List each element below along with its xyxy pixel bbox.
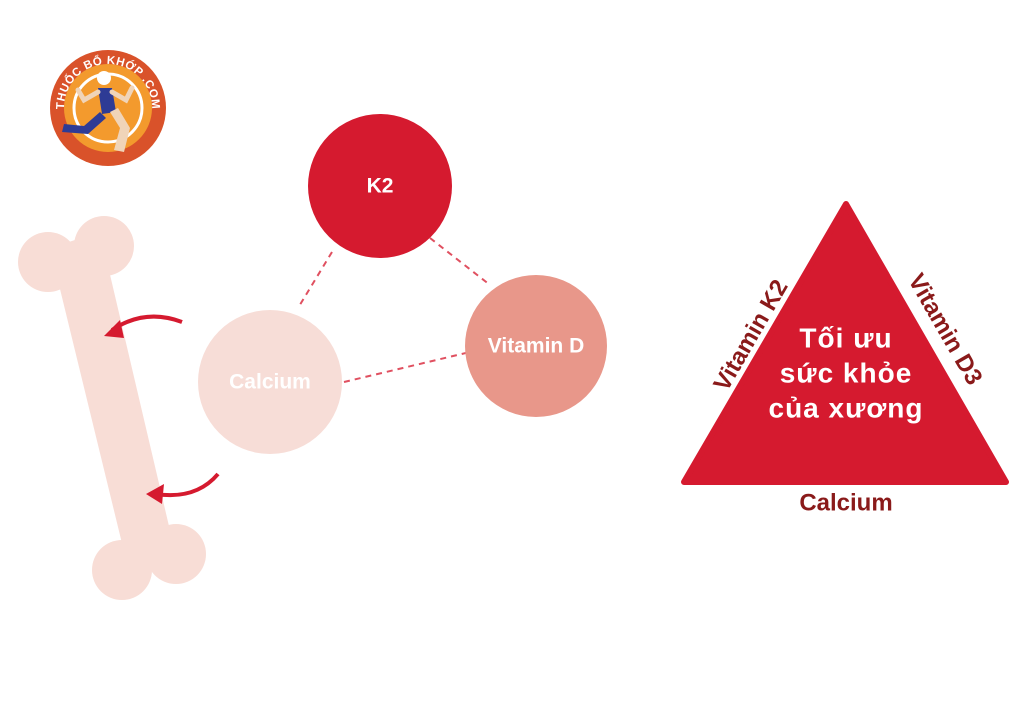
site-logo[interactable]: THUỐC BỔ KHỚP .COM bbox=[50, 50, 166, 166]
triangle-center-line-3: của xương bbox=[769, 392, 924, 423]
bone-health-triangle: Tối ưu sức khỏe của xương bbox=[681, 201, 1009, 485]
triangle-center-line-1: Tối ưu bbox=[799, 322, 892, 353]
node-calcium: Calcium bbox=[198, 310, 342, 454]
node-vitamin-d: Vitamin D bbox=[465, 275, 607, 417]
node-vitamin-d-label: Vitamin D bbox=[488, 335, 584, 358]
bone-illustration bbox=[18, 216, 206, 600]
node-k2: K2 bbox=[308, 114, 452, 258]
runner-icon bbox=[62, 71, 135, 152]
nutrient-links bbox=[297, 237, 491, 383]
triangle-center-line-2: sức khỏe bbox=[780, 357, 913, 388]
node-k2-label: K2 bbox=[367, 175, 394, 198]
triangle-bottom-label: Calcium bbox=[799, 489, 892, 516]
node-calcium-label: Calcium bbox=[229, 371, 311, 394]
arrow-to-bone-upper bbox=[104, 314, 183, 338]
arrow-to-bone-lower bbox=[146, 472, 220, 504]
